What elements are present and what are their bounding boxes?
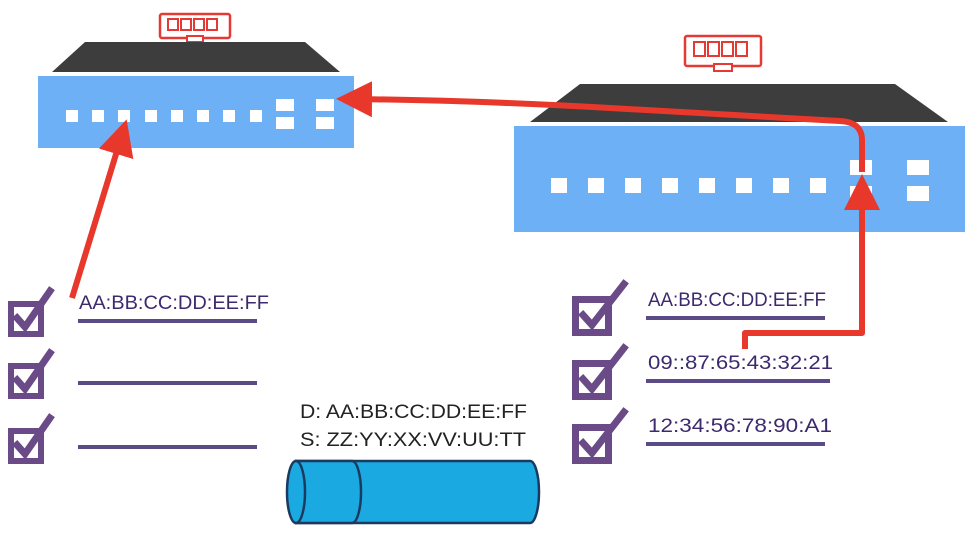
arrow-table-to-left-port [69, 119, 134, 299]
switch-top [530, 84, 948, 122]
arrow-table-to-right-port [742, 174, 880, 349]
memory-module-icon [158, 12, 232, 43]
checked-checkbox-icon [572, 343, 629, 400]
right-table-entry-1: AA:BB:CC:DD:EE:FF [648, 290, 826, 311]
checked-checkbox-icon [572, 407, 629, 464]
switch-top [52, 42, 340, 72]
right-table-entry-2: 09::87:65:43:32:21 [648, 353, 833, 374]
switch-ports [66, 99, 334, 129]
checked-checkbox-icon [572, 279, 629, 336]
switch-ports [551, 160, 929, 201]
memory-module-icon [683, 34, 763, 72]
frame-header: D: AA:BB:CC:DD:EE:FF S: ZZ:YY:XX:VV:UU:T… [300, 402, 527, 451]
left-switch [38, 12, 354, 148]
left-mac-table: AA:BB:CC:DD:EE:FF [8, 286, 269, 464]
forwarding-arrows [69, 81, 880, 349]
arrow-right-switch-to-left-switch [336, 81, 865, 172]
right-mac-table: AA:BB:CC:DD:EE:FF 09::87:65:43:32:21 12:… [572, 279, 833, 464]
switch-body [38, 76, 354, 148]
cable-segment-icon [285, 459, 541, 525]
checked-checkbox-icon [8, 413, 55, 464]
checked-checkbox-icon [8, 348, 55, 399]
checked-checkbox-icon [8, 286, 55, 337]
right-switch [514, 34, 965, 232]
frame-destination: D: AA:BB:CC:DD:EE:FF [300, 402, 527, 423]
right-table-entry-3: 12:34:56:78:90:A1 [648, 416, 832, 437]
left-table-entry-1: AA:BB:CC:DD:EE:FF [79, 293, 269, 314]
frame-source: S: ZZ:YY:XX:VV:UU:TT [300, 430, 526, 451]
